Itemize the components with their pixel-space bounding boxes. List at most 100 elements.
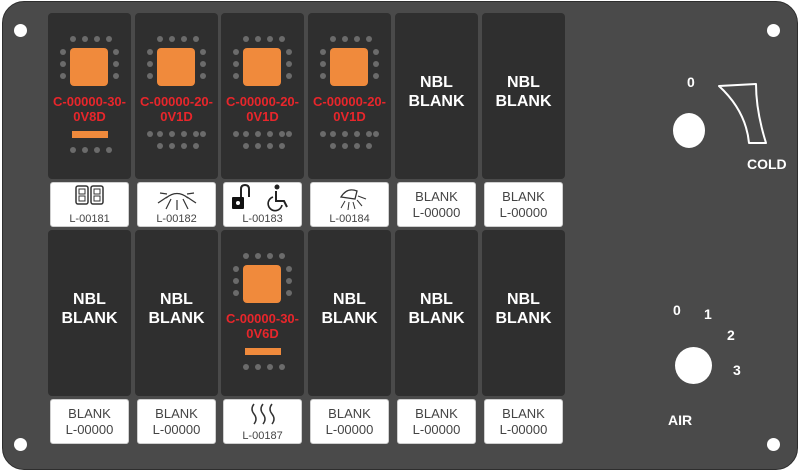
indicator-dot [193, 131, 199, 137]
indicator-dot [279, 143, 285, 149]
label-code: L-00000 [499, 205, 548, 220]
blank-line: BLANK [61, 310, 118, 327]
indicator-dot [60, 61, 66, 67]
indicator-dot [157, 131, 163, 137]
indicator-dot [255, 143, 261, 149]
indicator-dot [106, 36, 112, 42]
indicator-dot [373, 61, 379, 67]
indicator-dot [286, 290, 292, 296]
rocker-switch-1-3[interactable]: C-00000-20-0V1D [221, 13, 304, 179]
air-pos-0: 0 [673, 302, 681, 318]
rocker-lamp[interactable] [243, 48, 281, 86]
indicator-dot [193, 36, 199, 42]
switch-code-line-2: 0V1D [160, 109, 193, 124]
rocker-switch-1-1[interactable]: C-00000-30-0V8D [48, 13, 131, 179]
label-code: L-00187 [242, 430, 283, 442]
rocker-lamp[interactable] [157, 48, 195, 86]
blank-line: BLANK [408, 310, 465, 327]
indicator-dot [243, 143, 249, 149]
nbl-line: NBL [507, 74, 540, 91]
blank-line: BLANK [321, 310, 378, 327]
air-pos-1: 1 [704, 306, 712, 322]
air-knob[interactable] [675, 347, 712, 384]
indicator-dot [113, 73, 119, 79]
indicator-dot [243, 364, 249, 370]
label-code: L-00000 [412, 422, 461, 437]
indicator-dot [233, 131, 239, 137]
nbl-line: NBL [420, 74, 453, 91]
indicator-dot [233, 73, 239, 79]
indicator-dot [243, 36, 249, 42]
indicator-dot [233, 49, 239, 55]
rocker-lamp[interactable] [243, 265, 281, 303]
nbl-blank-text: NBL BLANK [482, 73, 565, 111]
indicator-dot [157, 143, 163, 149]
switch-code-line-1: C-00000-20- [226, 94, 299, 109]
indicator-dot [286, 131, 292, 137]
indicator-dot [233, 290, 239, 296]
indicator-dot [200, 49, 206, 55]
blank-switch-1-6[interactable]: NBL BLANK [482, 13, 565, 179]
indicator-dot [200, 73, 206, 79]
indicator-dot [373, 131, 379, 137]
indicator-dot [286, 61, 292, 67]
indicator-dot [82, 147, 88, 153]
temp-knob[interactable] [673, 113, 705, 148]
indicator-dot [147, 61, 153, 67]
rocker-switch-1-4[interactable]: C-00000-20-0V1D [308, 13, 391, 179]
switch-code-line-2: 0V1D [333, 109, 366, 124]
indicator-dot [94, 36, 100, 42]
indicator-bar [72, 131, 108, 138]
indicator-dot [373, 49, 379, 55]
rocker-switch-2-3[interactable]: C-00000-30-0V6D [221, 230, 304, 396]
mount-hole-bottom-left [14, 438, 27, 451]
indicator-dot [113, 61, 119, 67]
mount-hole-bottom-right [767, 438, 780, 451]
lock-wheelchair-icon [232, 183, 288, 212]
indicator-dot [147, 49, 153, 55]
indicator-dot [169, 143, 175, 149]
label-text: BLANK [68, 406, 111, 421]
label-text: BLANK [502, 406, 545, 421]
indicator-dot [169, 131, 175, 137]
rocker-lamp[interactable] [330, 48, 368, 86]
blank-line: BLANK [408, 93, 465, 110]
indicator-dot [279, 364, 285, 370]
label-code: L-00181 [69, 213, 110, 225]
heat-waves-icon [251, 403, 275, 425]
indicator-dot [320, 61, 326, 67]
indicator-dot [181, 36, 187, 42]
label-code: L-00000 [325, 422, 374, 437]
shower-light-icon [339, 189, 367, 211]
blank-line: BLANK [495, 93, 552, 110]
indicator-dot [279, 36, 285, 42]
indicator-dot [279, 253, 285, 259]
indicator-dot [279, 131, 285, 137]
switch-code-line-1: C-00000-20- [140, 94, 213, 109]
label-code: L-00000 [412, 205, 461, 220]
switch-code: C-00000-30-0V8D [44, 94, 135, 124]
indicator-dot [320, 73, 326, 79]
blank-switch-1-5[interactable]: NBL BLANK [395, 13, 478, 179]
indicator-bar [245, 348, 281, 355]
rocker-lamp[interactable] [70, 48, 108, 86]
switch-label-1-3: L-00183 [223, 182, 302, 227]
label-code: L-00000 [499, 422, 548, 437]
label-text: BLANK [415, 406, 458, 421]
indicator-dot [330, 131, 336, 137]
rocker-switch-1-2[interactable]: C-00000-20-0V1D [135, 13, 218, 179]
switch-code-line-2: 0V6D [246, 326, 279, 341]
indicator-dot [181, 131, 187, 137]
switch-label-1-2: L-00182 [137, 182, 216, 227]
